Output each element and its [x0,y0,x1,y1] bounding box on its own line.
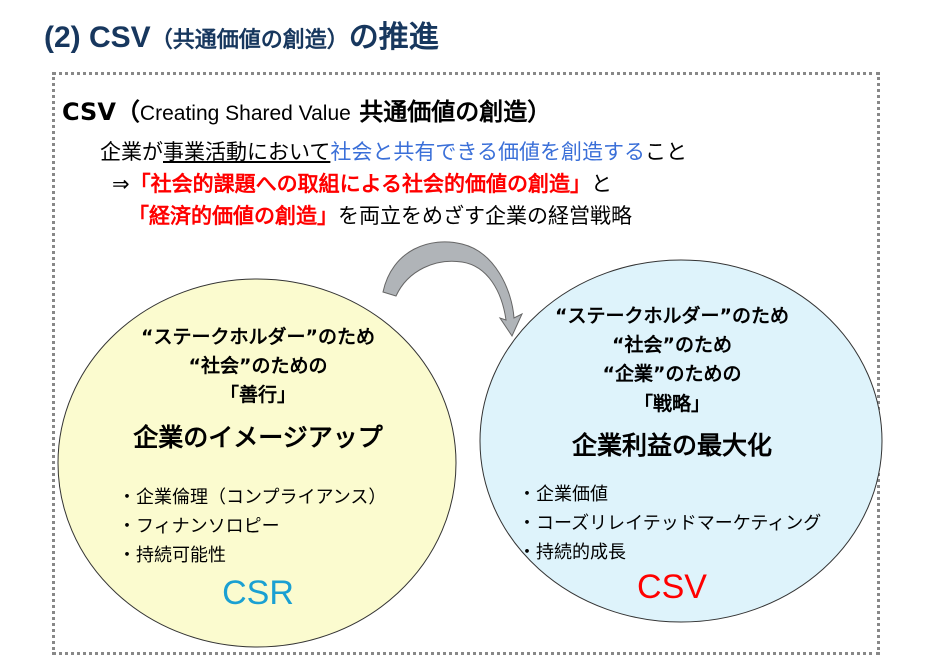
def-jp: 共通価値の創造） [359,98,552,126]
csr-line: “社会”のための [188,355,328,377]
csv-bullet: ・コーズリレイテッドマーケティング [518,513,822,534]
t: 企業が [100,140,163,164]
csr-bullet: ・フィナンソロピー [118,516,280,537]
content-frame [52,72,880,655]
t: 社会と共有できる価値を創造する [330,140,645,164]
csv-bullet: ・持続的成長 [518,542,626,563]
definition-heading: CSV（Creating Shared Value 共通価値の創造） [62,92,551,127]
csr-bullet: ・企業倫理（コンプライアンス） [118,487,387,508]
definition-line-3: 「経済的価値の創造」を両立をめざす企業の経営戦略 [128,200,632,230]
t: こと [644,140,687,164]
title-prefix: (2) CSV [44,21,151,54]
csv-line: “ステークホルダー”のため [555,305,789,327]
csr-ellipse [57,278,457,648]
t: 「社会的課題への取組による社会的価値の創造」 [129,172,591,196]
csr-line: 「善行」 [219,384,297,406]
csv-line: 「戦略」 [633,393,711,415]
title-paren: （共通価値の創造） [150,27,349,52]
definition-line-1: 企業が事業活動において社会と共有できる価値を創造すること [100,136,687,166]
csv-line: “社会”のため [612,334,732,356]
definition-line-2: ⇒「社会的課題への取組による社会的価値の創造」と [112,168,612,198]
csr-label: CSR [222,574,294,612]
t: 事業活動において [163,140,331,164]
csv-line: “企業”のための [602,363,742,385]
def-english: Creating Shared Value [139,102,351,125]
def-head: CSV（ [62,98,140,126]
arrow-symbol: ⇒ [112,172,130,196]
csr-line: “ステークホルダー”のため [141,326,375,348]
t: を両立をめざす企業の経営戦略 [338,204,632,228]
curved-arrow-icon [382,241,524,338]
csv-ellipse [479,259,883,623]
csv-headline: 企業利益の最大化 [571,431,773,460]
t: と [590,172,612,196]
csv-label: CSV [637,568,707,606]
t: 「経済的価値の創造」 [128,204,338,228]
csr-headline: 企業のイメージアップ [133,423,383,452]
slide-title: (2) CSV（共通価値の創造）の推進 [44,12,439,56]
title-suffix: の推進 [348,21,439,54]
csr-bullet: ・持続可能性 [118,545,226,566]
csv-bullet: ・企業価値 [518,484,608,505]
